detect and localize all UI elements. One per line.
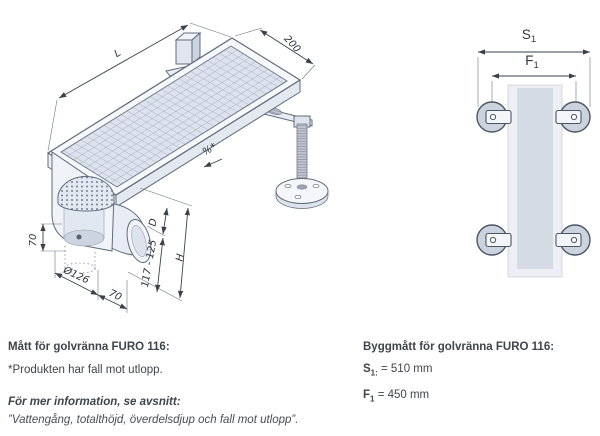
dome-strainer [57,176,115,212]
dim-label-trap-height: 70 [28,234,39,247]
dim-s1: S1 [477,27,591,107]
iso-drawing: L 200 %* 70 Ø126 70 D 117 - 125 H [28,22,329,313]
right-notes: Byggmått för golvränna FURO 116: S1: = 5… [363,340,588,407]
foot-plate [275,178,329,204]
dim-label-outlet-offset: 70 [107,288,123,303]
measurements-title: Mått för golvränna FURO 116: [8,341,170,353]
dim-label-outlet-diameter: D [147,218,159,228]
plan-view: S1 F1 [476,27,591,278]
dim-label-diameter: Ø126 [61,264,91,287]
grate-mesh [60,45,288,188]
drain-trap [51,151,115,252]
s1-value-row: S1: = 510 mm [363,363,433,378]
s1-value: = 510 mm [381,363,433,375]
channel-inner [517,88,553,269]
more-info-reference: ”Vattengång, totalthöjd, överdelsdjup oc… [8,414,299,426]
f1-value-row: F1 = 450 mm [363,389,430,404]
slope-arrow [203,158,223,168]
fall-footnote: *Produkten har fall mot utlopp. [8,364,163,376]
foot-top-left [476,101,512,133]
dim-label-f1: F1 [525,53,539,71]
more-info-heading: För mer information, se avsnitt: [8,396,181,408]
left-notes: Mått för golvränna FURO 116: *Produkten … [8,340,343,427]
dim-label-length: L [113,48,123,60]
build-dims-title: Byggmått för golvränna FURO 116: [363,341,555,353]
foot-top-right [555,101,591,133]
dim-label-width: 200 [281,34,302,55]
dim-label-total-height: H [174,252,186,262]
grate [46,37,302,196]
foot-bottom-left [476,224,512,256]
f1-value: = 450 mm [377,389,430,402]
foot-bottom-right [555,224,591,256]
support-leg [243,102,329,209]
dim-label-s1: S1 [522,27,536,45]
fastening-feet [476,101,591,256]
